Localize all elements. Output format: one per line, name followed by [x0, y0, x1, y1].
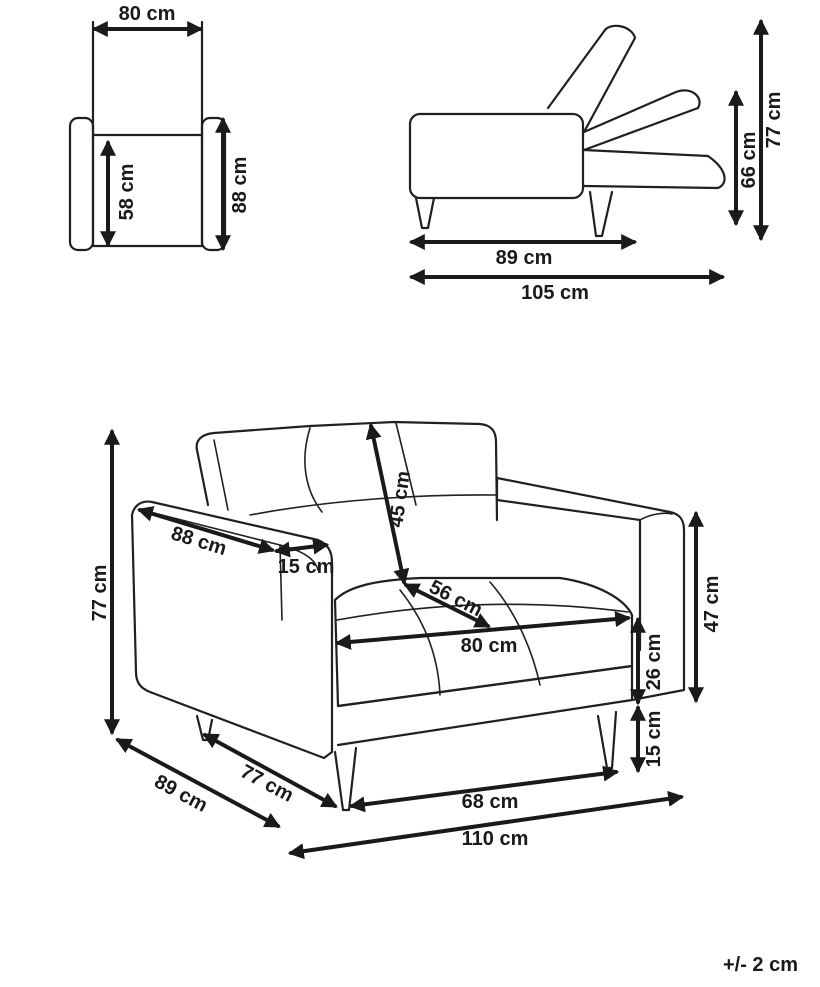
dim-front-seat-width-arrow [334, 611, 632, 650]
dim-front-arm-length-arrow [136, 506, 276, 554]
leg-front-left [333, 746, 358, 812]
top-view-seat [91, 133, 204, 248]
right-arm-top-edge [639, 512, 673, 521]
side-view-back-middle [582, 89, 701, 152]
label-front-back-height: 45 cm [385, 470, 415, 529]
label-top-seat-depth: 58 cm [116, 164, 138, 221]
side-view-leg-right [588, 190, 614, 238]
label-front-arm-height: 47 cm [701, 576, 723, 633]
leg-front-right [596, 710, 618, 770]
label-front-arm-width: 15 cm [278, 556, 335, 578]
left-arm-inner-edge [279, 544, 283, 621]
label-front-height: 77 cm [89, 565, 111, 622]
label-front-seat-depth: 56 cm [425, 576, 486, 621]
dim-front-arm-width-arrow [273, 538, 330, 558]
left-arm-outline [130, 500, 334, 760]
label-top-width: 80 cm [119, 3, 176, 25]
top-view-backrest [91, 20, 204, 137]
side-view-back-reclined [582, 148, 726, 190]
seat-cushion-seam-b [489, 581, 541, 686]
label-front-depth: 89 cm [151, 771, 211, 817]
dim-front-width-arrow [287, 790, 685, 860]
label-front-leg-height: 15 cm [643, 711, 665, 768]
label-front-seat-cushion-height: 26 cm [643, 634, 665, 691]
side-view: 89 cm 105 cm 66 cm 77 cm [408, 18, 785, 304]
base-frame [336, 664, 634, 747]
label-top-depth: 88 cm [229, 157, 251, 214]
label-front-leg-span: 68 cm [462, 791, 519, 813]
label-front-width: 110 cm [462, 828, 529, 850]
right-arm-outline [495, 476, 686, 702]
top-view-left-arm [68, 116, 95, 252]
backrest-seam-left [304, 427, 323, 513]
seat-cushion-seam-a [399, 589, 441, 696]
side-view-back-upright [546, 24, 637, 134]
side-view-leg-left [414, 196, 436, 230]
dim-front-depth-arrow [115, 738, 281, 828]
seat-cushion-top [333, 576, 634, 617]
backrest-inner-edge [213, 439, 229, 511]
label-side-reclined-height: 66 cm [738, 132, 760, 189]
label-side-total-length: 105 cm [521, 282, 589, 304]
side-view-arm [408, 112, 585, 200]
dim-front-back-height-arrow [365, 422, 410, 586]
tolerance-note: +/- 2 cm [722, 954, 798, 976]
top-view: 80 cm 58 cm 88 cm [68, 3, 251, 252]
right-arm-front [495, 476, 642, 652]
label-front-seat-width: 80 cm [461, 635, 518, 657]
label-side-seat-length: 89 cm [496, 247, 553, 269]
perspective-view: 77 cm 89 cm 77 cm 88 cm 15 cm 45 cm 56 c… [89, 420, 723, 860]
backrest-seam-horizontal [249, 494, 498, 516]
label-side-height: 77 cm [763, 92, 785, 149]
backrest-outline [195, 420, 499, 522]
